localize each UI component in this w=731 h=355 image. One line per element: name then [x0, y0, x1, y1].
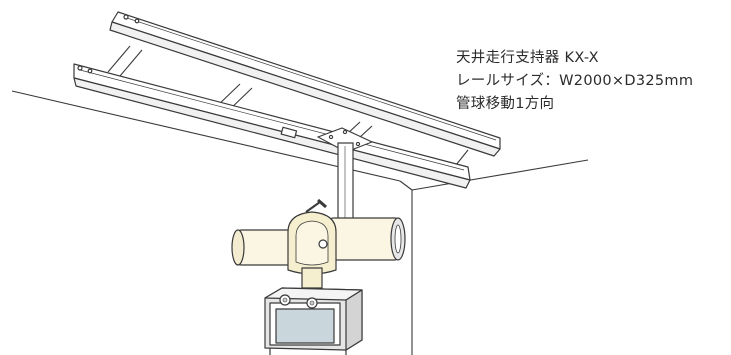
- product-spec-text: 天井走行支持器 KX-X レールサイズ：W2000×D325mm 管球移動1方向: [456, 47, 693, 116]
- control-panel: [275, 308, 335, 344]
- ceiling-right-edge: [411, 159, 589, 191]
- tube-movement: 管球移動1方向: [456, 96, 555, 112]
- ceiling-corner-edge: [399, 180, 413, 191]
- ceiling-left-edge: [11, 90, 401, 182]
- room-outline: [11, 90, 589, 355]
- rail-size: レールサイズ：W2000×D325mm: [456, 73, 694, 89]
- collimator-box: [264, 287, 363, 355]
- carriage-plate: [316, 127, 374, 153]
- rear-rail: [109, 11, 501, 157]
- product-name: 天井走行支持器 KX-X: [456, 50, 599, 66]
- telescopic-column: [337, 142, 354, 224]
- tube-housing-right: [329, 217, 399, 261]
- xray-tube-assembly: [231, 198, 406, 289]
